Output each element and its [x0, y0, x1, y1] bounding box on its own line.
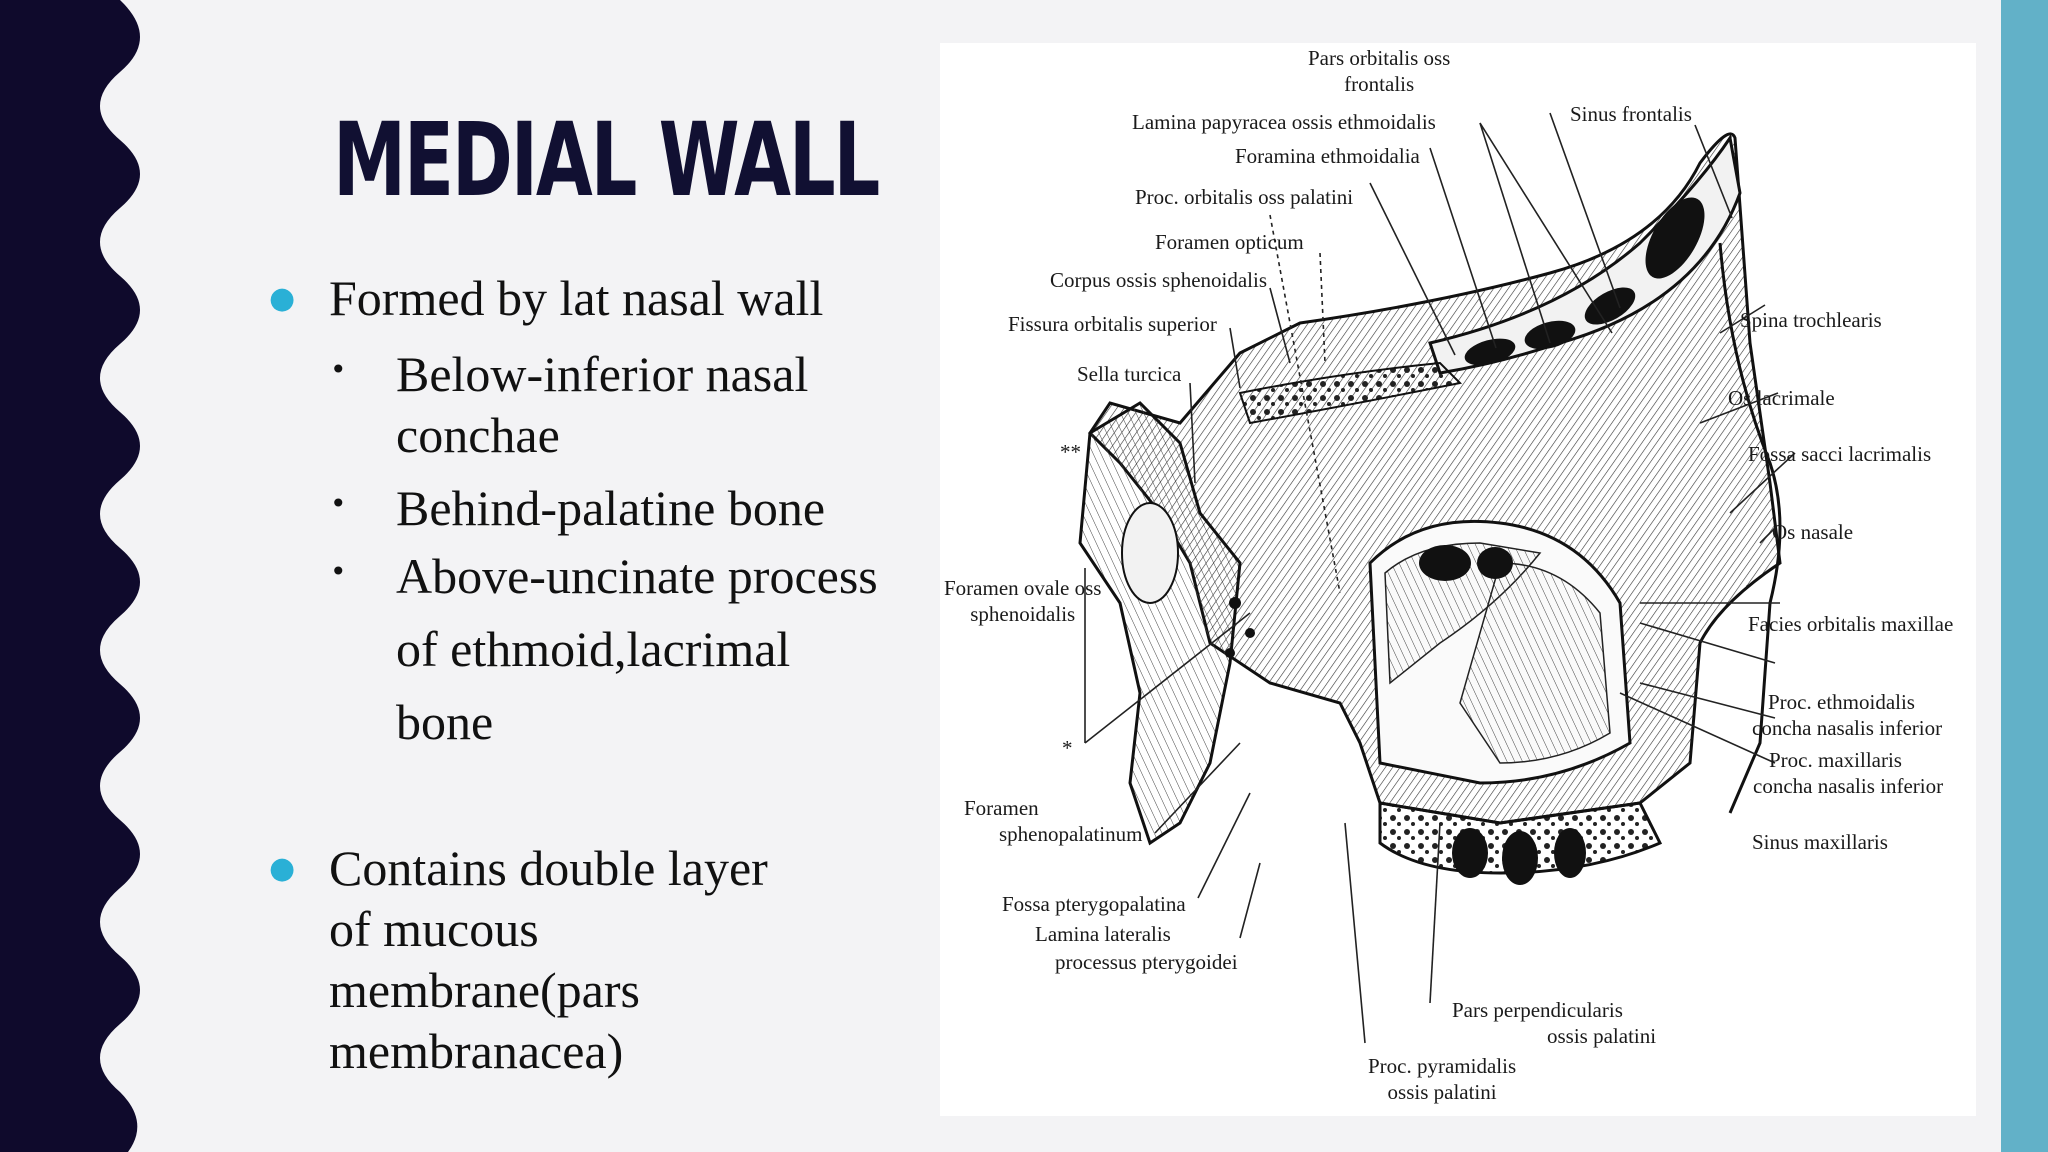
figure-label: Sella turcica: [1077, 362, 1182, 386]
figure-label: Foramen opticum: [1155, 230, 1304, 254]
sub-bullet-dot-icon: •: [330, 555, 347, 588]
orbit-bone-illustration: [1078, 112, 1796, 1044]
figure-label-line: sphenopalatinum: [999, 822, 1143, 846]
figure-label: Os lacrimale: [1728, 386, 1835, 410]
figure-label: Pars orbitalis oss frontalis: [1308, 45, 1450, 97]
figure-label: Foramen sphenopalatinum: [964, 795, 1142, 847]
figure-label: Facies orbitalis maxillae: [1748, 612, 1954, 636]
figure-label: processus pterygoidei: [1055, 950, 1238, 974]
figure-label: Proc. maxillaris concha nasalis inferior: [1753, 747, 1943, 799]
figure-label-line: Proc. ethmoidalis: [1768, 690, 1915, 714]
sub-bullet-dot-icon: •: [330, 487, 347, 520]
figure-label-line: ossis palatini: [1547, 1024, 1657, 1048]
figure-label-line: sphenoidalis: [970, 602, 1076, 626]
figure-label: Foramina ethmoidalia: [1235, 144, 1420, 168]
figure-label: Fissura orbitalis superior: [1008, 312, 1217, 336]
bullet-text: membrane(pars: [329, 962, 640, 1018]
figure-label: Proc. orbitalis oss palatini: [1135, 185, 1354, 209]
figure-label: Sinus maxillaris: [1752, 830, 1888, 854]
figure-label-line: Foramen: [964, 796, 1039, 820]
figure-label-line: concha nasalis inferior: [1753, 774, 1944, 798]
bullet-dot-icon: ●: [269, 851, 296, 886]
sub-bullet-text: conchae: [396, 407, 560, 463]
sub-bullet-dot-icon: •: [330, 353, 347, 386]
figure-label-line: Pars perpendicularis: [1452, 998, 1623, 1022]
figure-label-line: ossis palatini: [1387, 1080, 1497, 1104]
figure-label-line: Foramen ovale oss: [944, 576, 1102, 600]
right-accent-bar: [2001, 0, 2048, 1152]
figure-label: **: [1060, 440, 1081, 464]
figure-label: Lamina papyracea ossis ethmoidalis: [1132, 110, 1436, 134]
figure-label: Pars perpendicularis ossis palatini: [1452, 997, 1656, 1049]
figure-label-line: Proc. maxillaris: [1769, 748, 1902, 772]
bullet-dot-icon: ●: [269, 281, 296, 316]
figure-label-line: concha nasalis inferior: [1752, 716, 1943, 740]
bullet-text: of mucous: [329, 901, 539, 957]
bullet-text: Contains double layer: [329, 840, 768, 896]
bullet-text: Formed by lat nasal wall: [329, 270, 824, 326]
figure-label: Proc. ethmoidalis concha nasalis inferio…: [1752, 689, 1942, 741]
sub-bullet-text: of ethmoid,lacrimal: [396, 621, 791, 677]
left-wave-band: [0, 0, 140, 1152]
sub-bullet-text: bone: [396, 694, 494, 750]
figure-label: Spina trochlearis: [1740, 308, 1882, 332]
figure-label: *: [1062, 736, 1073, 760]
figure-label: Proc. pyramidalis ossis palatini: [1368, 1053, 1516, 1105]
figure-label: Fossa sacci lacrimalis: [1748, 442, 1932, 466]
figure-label-line: Pars orbitalis oss: [1308, 46, 1451, 70]
figure-label: Sinus frontalis: [1570, 102, 1692, 126]
bullet-text: membranacea): [329, 1023, 624, 1079]
sub-bullet-text: Above-uncinate process: [396, 548, 878, 604]
figure-label: Os nasale: [1772, 520, 1854, 544]
figure-label: Foramen ovale oss sphenoidalis: [944, 575, 1101, 627]
sub-bullet-text: Behind-palatine bone: [396, 480, 826, 536]
figure-label-line: frontalis: [1344, 72, 1415, 96]
figure-label: Lamina lateralis: [1035, 922, 1171, 946]
slide-title: MEDIAL WALL: [333, 101, 880, 220]
figure-label: Corpus ossis sphenoidalis: [1050, 268, 1268, 292]
sub-bullet-text: Below-inferior nasal: [396, 346, 809, 402]
anatomy-figure: Pars orbitalis oss frontalis Sinus front…: [940, 43, 1976, 1116]
figure-label-line: Proc. pyramidalis: [1368, 1054, 1517, 1078]
figure-label: Fossa pterygopalatina: [1002, 892, 1186, 916]
